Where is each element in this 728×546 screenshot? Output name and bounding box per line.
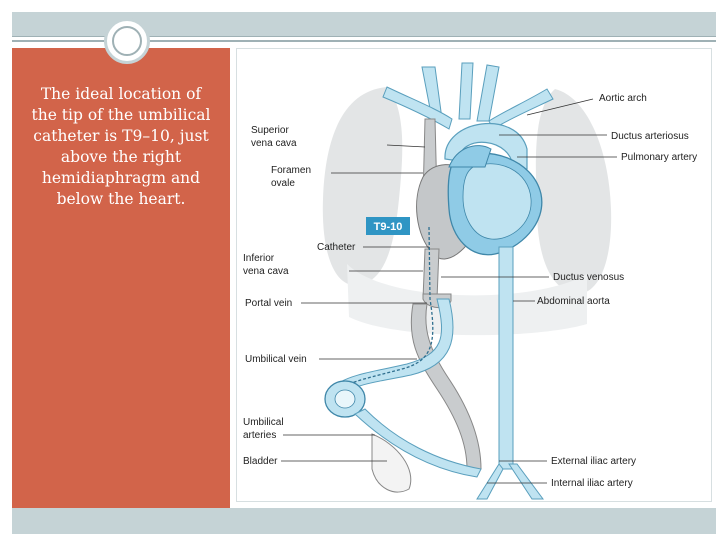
label-svc-1: Superior xyxy=(251,125,289,136)
label-abdominal-aorta: Abdominal aorta xyxy=(537,296,610,307)
top-divider xyxy=(12,40,716,42)
label-catheter: Catheter xyxy=(317,242,356,253)
left-carotid-vessel xyxy=(476,64,500,122)
circulation-diagram: T9-10 Aortic arch Superior vena cava Duc… xyxy=(243,62,697,500)
label-ductus-venosus: Ductus venosus xyxy=(553,272,624,283)
left-lung xyxy=(535,89,612,294)
leader-svc xyxy=(386,144,426,148)
pulmonary-trunk xyxy=(448,145,492,168)
catheter-line xyxy=(338,226,434,390)
umbilical-artery-vessel xyxy=(354,408,482,478)
right-lung xyxy=(322,87,403,286)
bottom-band xyxy=(12,508,716,534)
left-ventricle xyxy=(462,163,532,240)
label-aortic-arch: Aortic arch xyxy=(599,93,647,104)
label-svc-2: vena cava xyxy=(251,138,297,149)
caption-text: The ideal location of the tip of the umb… xyxy=(31,85,211,208)
liver-region xyxy=(347,264,587,336)
figure-frame: T9-10 Aortic arch Superior vena cava Duc… xyxy=(236,48,712,502)
label-umbilical-arteries-1: Umbilical xyxy=(243,417,284,428)
bladder-organ xyxy=(371,433,412,493)
caption-panel: The ideal location of the tip of the umb… xyxy=(12,48,230,508)
label-ivc-2: vena cava xyxy=(243,266,289,277)
umbilicus-inner xyxy=(334,389,356,409)
label-ductus-arteriosus: Ductus arteriosus xyxy=(611,131,689,142)
right-iliac-artery xyxy=(476,463,504,500)
label-external-iliac-artery: External iliac artery xyxy=(551,456,636,467)
t9-10-badge xyxy=(366,217,410,235)
label-umbilical-arteries-2: arteries xyxy=(243,430,276,441)
slide-ornament-icon xyxy=(104,18,150,64)
label-foramen-ovale-2: ovale xyxy=(271,178,295,189)
left-iliac-artery xyxy=(508,463,544,500)
brachiocephalic-vessel xyxy=(458,62,474,120)
label-portal-vein: Portal vein xyxy=(245,298,292,309)
t9-10-label: T9-10 xyxy=(374,221,403,233)
label-umbilical-vein: Umbilical vein xyxy=(245,354,307,365)
descending-aorta xyxy=(498,246,514,470)
label-pulmonary-artery: Pulmonary artery xyxy=(621,152,697,163)
label-bladder: Bladder xyxy=(243,456,278,467)
label-foramen-ovale-1: Foramen xyxy=(271,165,311,176)
label-internal-iliac-artery: Internal iliac artery xyxy=(551,478,633,489)
leader-aortic-arch xyxy=(526,98,594,116)
inferior-vena-cava xyxy=(422,248,440,300)
label-ivc-1: Inferior xyxy=(243,253,275,264)
